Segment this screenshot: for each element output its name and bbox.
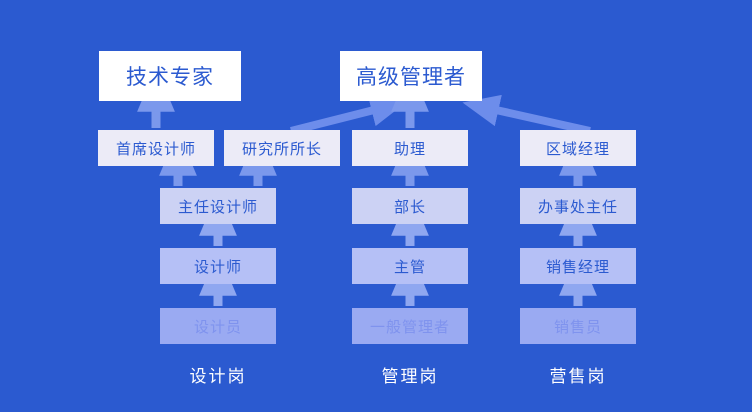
node-senior-manager[interactable]: 高级管理者 [340, 51, 482, 101]
node-label: 区域经理 [545, 140, 610, 158]
node-tech-expert[interactable]: 技术专家 [99, 51, 241, 101]
node-label: 主管 [393, 258, 426, 276]
node-label: 高级管理者 [356, 66, 466, 89]
column-label-sales-track: 营售岗 [528, 362, 628, 387]
node-designer[interactable]: 设计师 [160, 248, 276, 284]
node-label: 销售经理 [545, 258, 610, 276]
column-label-text: 营售岗 [549, 367, 607, 386]
node-lead-designer[interactable]: 主任设计师 [160, 188, 276, 224]
node-label: 办事处主任 [537, 198, 618, 216]
node-institute-director[interactable]: 研究所所长 [224, 130, 340, 166]
node-assistant[interactable]: 助理 [352, 130, 468, 166]
column-label-text: 设计岗 [189, 367, 247, 386]
column-label-text: 管理岗 [381, 367, 439, 386]
node-supervisor[interactable]: 主管 [352, 248, 468, 284]
node-label: 主任设计师 [177, 198, 258, 216]
node-label: 部长 [393, 198, 426, 216]
node-general-manager[interactable]: 一般管理者 [352, 308, 468, 344]
node-label: 一般管理者 [369, 318, 450, 336]
node-junior-designer[interactable]: 设计员 [160, 308, 276, 344]
node-label: 助理 [393, 140, 426, 158]
node-label: 技术专家 [126, 66, 214, 89]
node-regional-manager[interactable]: 区域经理 [520, 130, 636, 166]
node-department-head[interactable]: 部长 [352, 188, 468, 224]
node-salesperson[interactable]: 销售员 [520, 308, 636, 344]
node-label: 销售员 [553, 318, 602, 336]
node-sales-manager[interactable]: 销售经理 [520, 248, 636, 284]
arrow-institute-director-to-senior-manager [290, 95, 408, 135]
node-office-director[interactable]: 办事处主任 [520, 188, 636, 224]
arrow-regional-manager-to-senior-manager [462, 94, 591, 135]
node-chief-designer[interactable]: 首席设计师 [98, 130, 214, 166]
column-label-design-track: 设计岗 [168, 362, 268, 387]
node-label: 研究所所长 [241, 140, 322, 158]
column-label-management-track: 管理岗 [360, 362, 460, 387]
node-label: 设计员 [193, 318, 242, 336]
node-label: 设计师 [193, 258, 242, 276]
node-label: 首席设计师 [115, 140, 196, 158]
